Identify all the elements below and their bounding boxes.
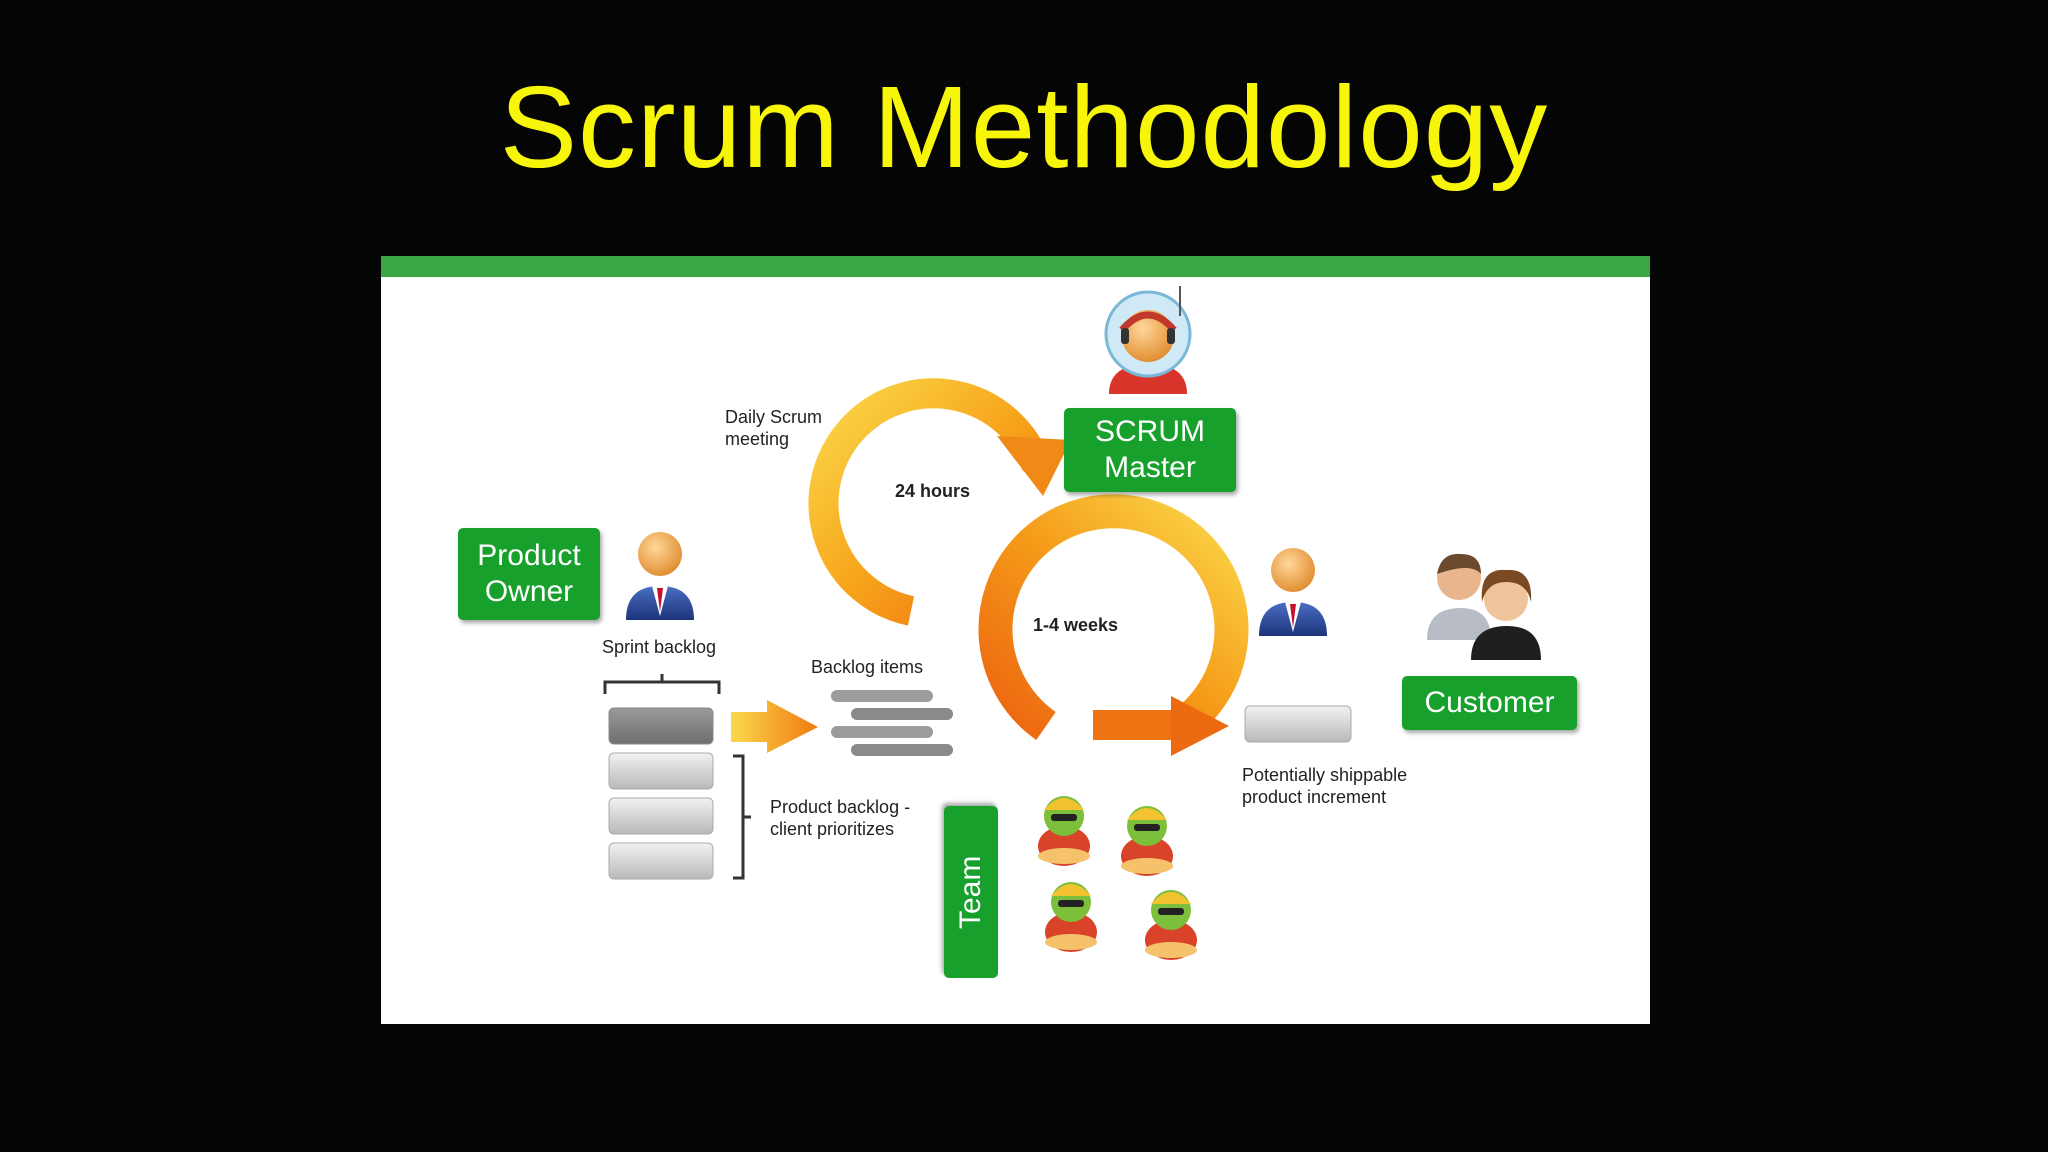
customer-avatars: [1427, 553, 1541, 660]
panel-top-bar: [381, 256, 1650, 277]
backlog-stack: [608, 707, 714, 880]
product-backlog-bracket: [733, 754, 751, 880]
daily-scrum-label: Daily Scrum meeting: [725, 407, 823, 449]
product-backlog-label: Product backlog - client prioritizes: [770, 797, 911, 839]
hours-label: 24 hours: [895, 481, 971, 501]
daily-scrum-cycle-arrow: [808, 378, 1071, 626]
product-owner-box: Product Owner: [458, 528, 600, 620]
stakeholder-avatar: [1259, 548, 1327, 636]
diagram-panel: Product Owner SCRUM Master Customer Team…: [381, 256, 1650, 1024]
product-increment-label: Potentially shippable product increment: [1242, 765, 1408, 807]
sprint-cycle-arrow: [978, 494, 1249, 756]
product-increment-bar: [1244, 705, 1352, 743]
customer-box: Customer: [1402, 676, 1577, 730]
sprint-backlog-arrow: [731, 700, 818, 753]
scrum-diagram: [603, 286, 1541, 960]
backlog-items-stack: [831, 690, 953, 756]
backlog-items-label: Backlog items: [811, 657, 924, 677]
team-member-avatars: [1038, 796, 1197, 960]
slide-title: Scrum Methodology: [499, 62, 1549, 192]
scrum-master-avatar: [1104, 286, 1192, 394]
sprint-backlog-bracket: [603, 674, 721, 694]
sprint-backlog-label: Sprint backlog: [602, 637, 717, 657]
team-box: Team: [944, 806, 998, 978]
product-owner-avatar: [626, 532, 694, 620]
scrum-master-box: SCRUM Master: [1064, 408, 1236, 492]
weeks-label: 1-4 weeks: [1033, 615, 1119, 635]
